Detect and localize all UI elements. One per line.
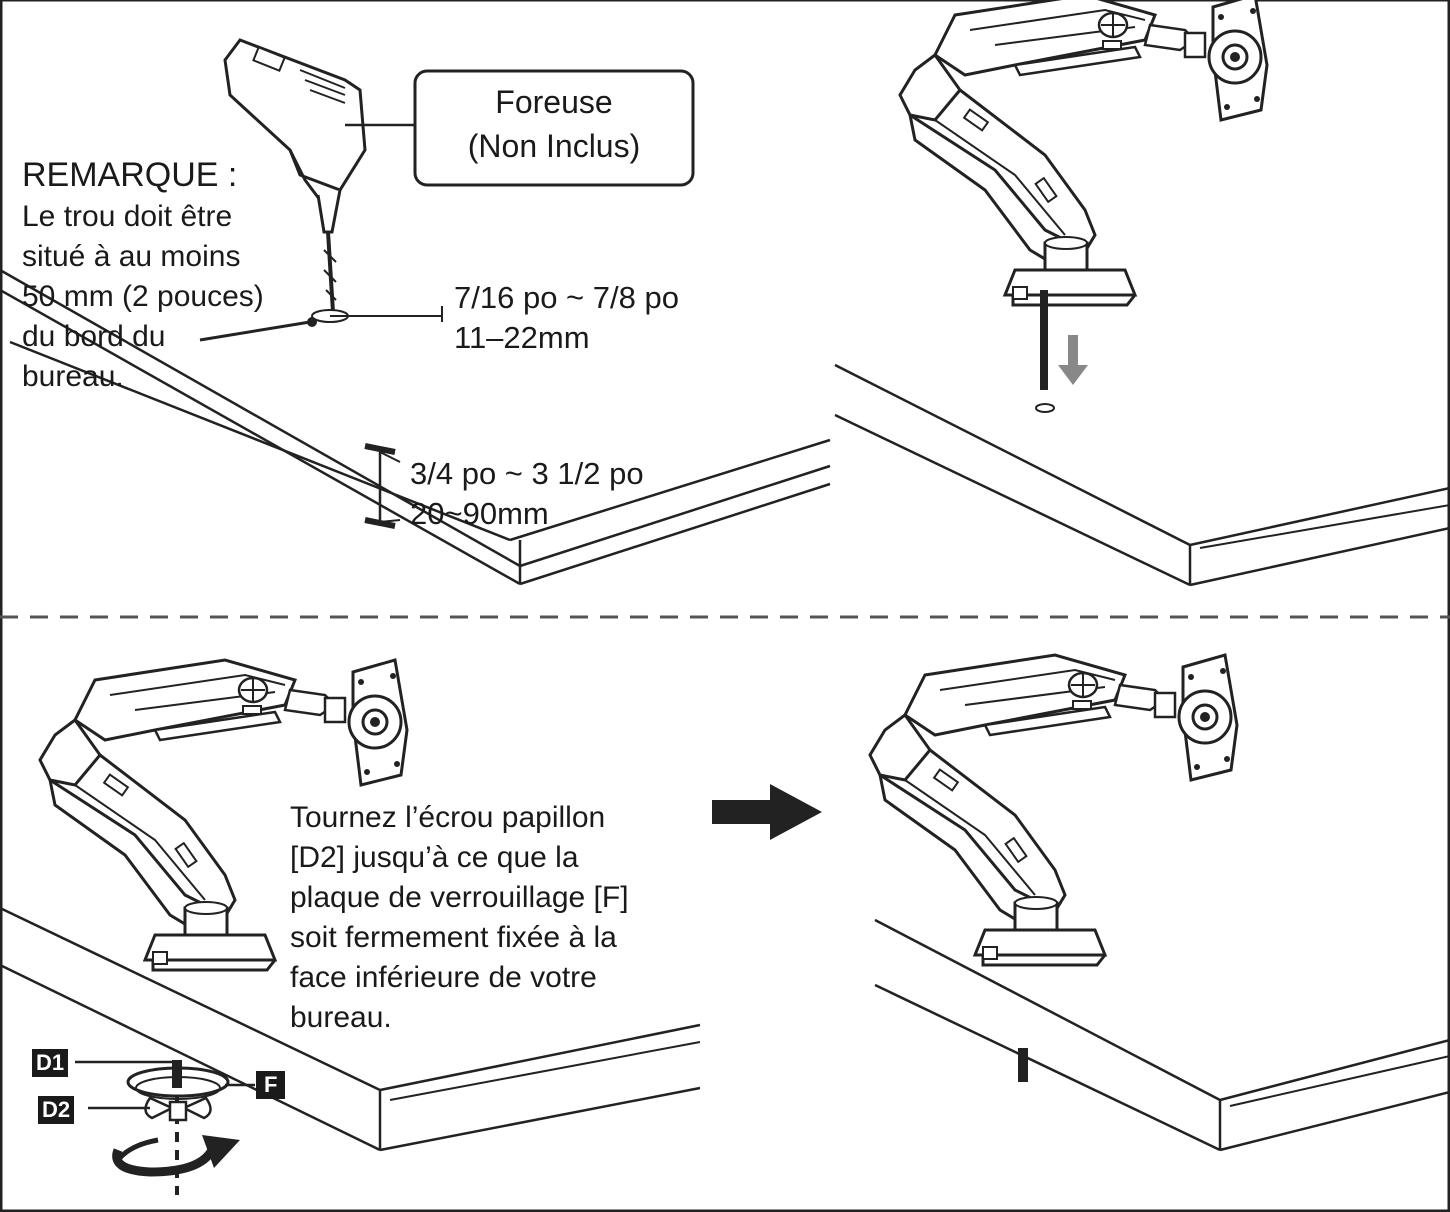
instruction-line-6: bureau. — [290, 1001, 392, 1034]
desk-bottom-left — [0, 906, 701, 1152]
note-title: REMARQUE : — [22, 156, 238, 194]
instruction-line-4: soit fermement fixée à la — [290, 921, 617, 954]
rotate-arrow-icon — [112, 1135, 240, 1177]
desk-top-left — [0, 268, 831, 586]
drill-icon — [223, 38, 367, 313]
clamp-rod — [1018, 1048, 1028, 1082]
note-line-1: Le trou doit être — [22, 200, 233, 233]
next-step-arrow-icon — [712, 784, 822, 840]
desk-bottom-right — [874, 918, 1450, 1152]
desk-hole — [1035, 403, 1055, 413]
part-label-f: F — [256, 1071, 286, 1099]
hole-diameter-imperial: 7/16 po ~ 7/8 po — [454, 280, 679, 315]
desk-thickness-metric: 20~90mm — [410, 496, 549, 531]
part-label-d1: D1 — [32, 1049, 69, 1077]
mounting-rod — [1040, 290, 1048, 390]
drill-label-line1: Foreuse — [495, 84, 613, 120]
hole-diameter-dimension — [199, 306, 443, 342]
desk-thickness-dimension — [364, 443, 401, 529]
note-line-5: bureau. — [22, 360, 124, 393]
note-line-2: situé à au moins — [22, 240, 241, 273]
drill-label-box — [413, 69, 695, 187]
hole-diameter-metric: 11–22mm — [454, 320, 590, 355]
down-arrow-icon — [1058, 335, 1088, 385]
note-line-4: du bord du — [22, 320, 166, 353]
instruction-line-5: face inférieure de votre — [290, 961, 597, 994]
instruction-line-3: plaque de verrouillage [F] — [290, 881, 629, 914]
monitor-arm-bottom-right — [868, 653, 1239, 967]
monitor-arm-top-right — [898, 0, 1269, 307]
part-label-d2: D2 — [38, 1096, 75, 1124]
instruction-line-2: [D2] jusqu’à ce que la — [290, 841, 579, 874]
desk-top-right — [834, 363, 1450, 587]
drill-label-line2: (Non Inclus) — [467, 128, 641, 164]
desk-thickness-imperial: 3/4 po ~ 3 1/2 po — [410, 456, 644, 491]
note-line-3: 50 mm (2 pouces) — [22, 280, 264, 313]
instruction-line-1: Tournez l’écrou papillon — [290, 801, 606, 834]
